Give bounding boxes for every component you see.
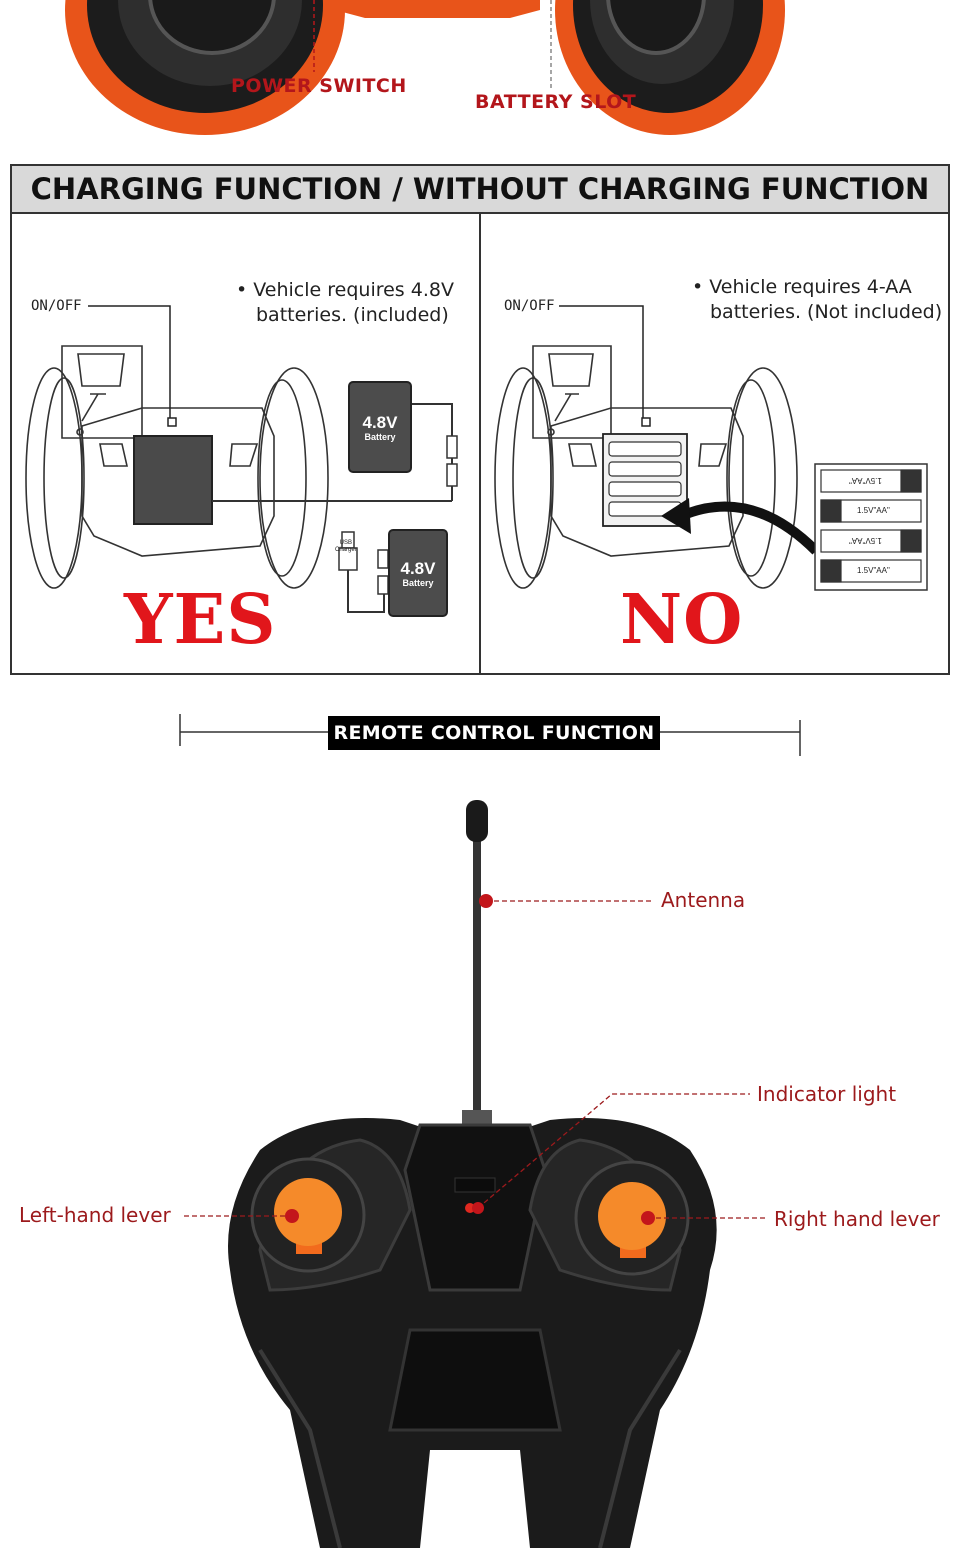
aa-cell-2: 1.5V"AA" bbox=[857, 506, 890, 515]
charging-section-title: CHARGING FUNCTION / WITHOUT CHARGING FUN… bbox=[12, 166, 948, 214]
yes-verdict: YES bbox=[124, 580, 277, 660]
remote-callout-leaders bbox=[184, 894, 766, 1225]
right-note-line2: batteries. (Not included) bbox=[710, 301, 943, 323]
antenna-label: Antenna bbox=[661, 888, 746, 912]
right-wheel-graphic bbox=[555, 0, 785, 135]
remote-controller-illustration bbox=[228, 800, 717, 1548]
aa-cell-1: 1.5V"AA" bbox=[849, 476, 882, 485]
battery-voltage: 4.8V bbox=[362, 413, 398, 432]
panel-divider bbox=[479, 214, 481, 675]
left-on-off-label: ON/OFF bbox=[31, 298, 82, 314]
left-hand-lever-label: Left-hand lever bbox=[19, 1203, 171, 1227]
vehicle-top-illustration bbox=[65, 0, 785, 135]
usb-text: USB bbox=[339, 540, 353, 546]
right-hand-lever-label: Right hand lever bbox=[774, 1207, 940, 1231]
no-verdict: NO bbox=[620, 580, 744, 660]
power-switch-label: POWER SWITCH bbox=[231, 75, 407, 97]
indicator-light-label: Indicator light bbox=[757, 1082, 897, 1106]
battery-word: Battery bbox=[364, 432, 396, 442]
battery-voltage-2: 4.8V bbox=[400, 559, 436, 578]
battery-pack-label: 4.8V Battery bbox=[349, 413, 411, 443]
charger-text: Charger bbox=[335, 547, 357, 553]
bullet: • bbox=[236, 279, 248, 301]
aa-battery-vehicle-diagram bbox=[494, 305, 928, 591]
battery-slot-label: BATTERY SLOT bbox=[475, 91, 637, 113]
body-center-graphic bbox=[335, 0, 540, 18]
aa-cell-4: 1.5V"AA" bbox=[857, 566, 890, 575]
aa-cell-3: 1.5V"AA" bbox=[849, 536, 882, 545]
left-wheel-graphic bbox=[65, 0, 345, 135]
bullet: • bbox=[692, 276, 704, 298]
battery-word-2: Battery bbox=[402, 578, 434, 588]
left-note-line2: batteries. (included) bbox=[256, 304, 449, 326]
battery-pack-label-2: 4.8V Battery bbox=[389, 559, 447, 589]
right-note-line1: Vehicle requires 4-AA bbox=[709, 276, 912, 298]
left-note-line1: Vehicle requires 4.8V bbox=[253, 279, 454, 301]
right-requirement-note: • Vehicle requires 4-AA batteries. (Not … bbox=[692, 275, 942, 325]
rechargeable-vehicle-diagram bbox=[25, 305, 458, 617]
usb-charger-label: USB Charger bbox=[335, 540, 357, 554]
left-requirement-note: • Vehicle requires 4.8V batteries. (incl… bbox=[236, 278, 454, 328]
remote-section-title: REMOTE CONTROL FUNCTION bbox=[328, 716, 660, 750]
right-on-off-label: ON/OFF bbox=[504, 298, 555, 314]
